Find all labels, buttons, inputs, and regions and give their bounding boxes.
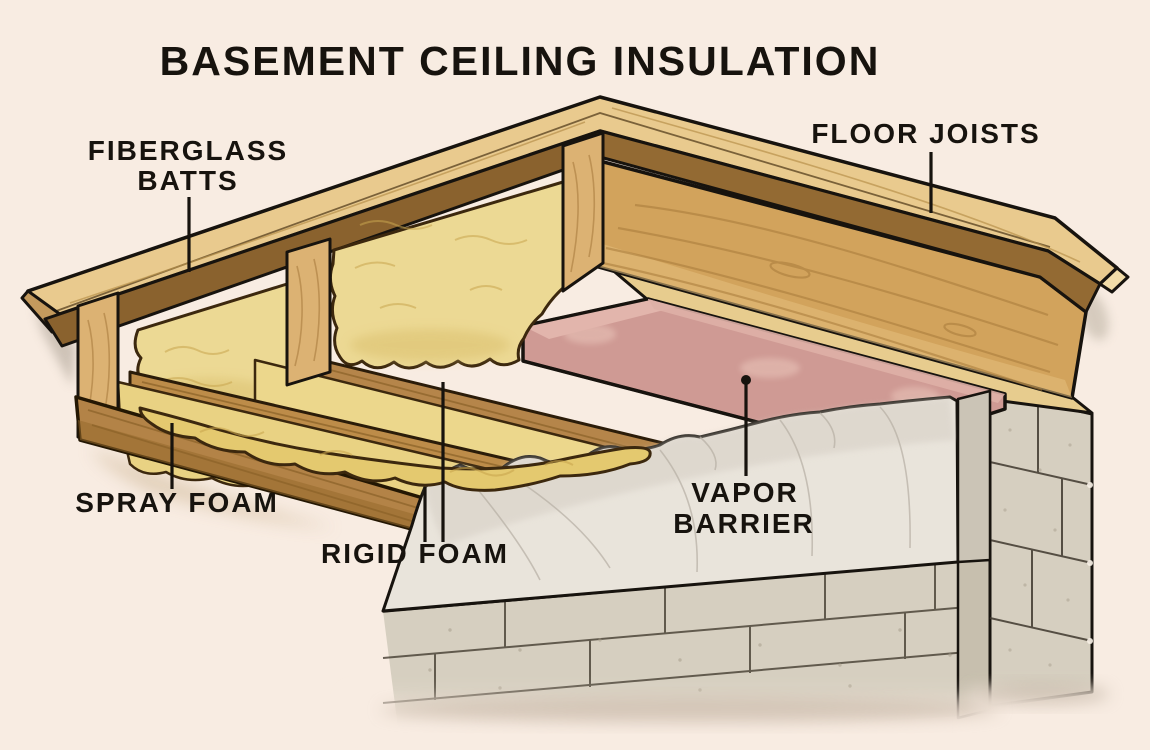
label-vapor-barrier-line2: BARRIER xyxy=(673,508,815,539)
joist-end-3 xyxy=(561,131,605,293)
leader-lines xyxy=(170,152,933,542)
fiberglass-batt-bay2 xyxy=(328,180,565,370)
diagram-title: BASEMENT CEILING INSULATION xyxy=(160,38,881,84)
rim-joist-face xyxy=(582,158,1088,400)
joist-end-2 xyxy=(285,237,332,387)
label-spray-foam: SPRAY FOAM xyxy=(75,487,279,518)
vapor-barrier-return xyxy=(956,389,992,564)
concrete-block-wall xyxy=(382,556,991,734)
spray-foam-fringe xyxy=(138,406,652,492)
spray-foam-texture xyxy=(199,427,574,477)
ground-fade xyxy=(355,683,1112,750)
label-floor-joists: FLOOR JOISTS xyxy=(811,118,1040,149)
label-fiberglass-batts-line2: BATTS xyxy=(137,165,238,196)
leader-vapor-barrier-dot xyxy=(741,375,751,385)
label-vapor-barrier-line1: VAPOR xyxy=(691,477,799,508)
label-fiberglass-batts-line1: FIBERGLASS xyxy=(88,135,288,166)
label-rigid-foam: RIGID FOAM xyxy=(321,538,509,569)
vapor-barrier-sheet xyxy=(381,389,992,613)
wood-grain xyxy=(69,107,1081,304)
wood-grain xyxy=(597,203,1059,392)
concrete-speckles xyxy=(428,628,952,692)
